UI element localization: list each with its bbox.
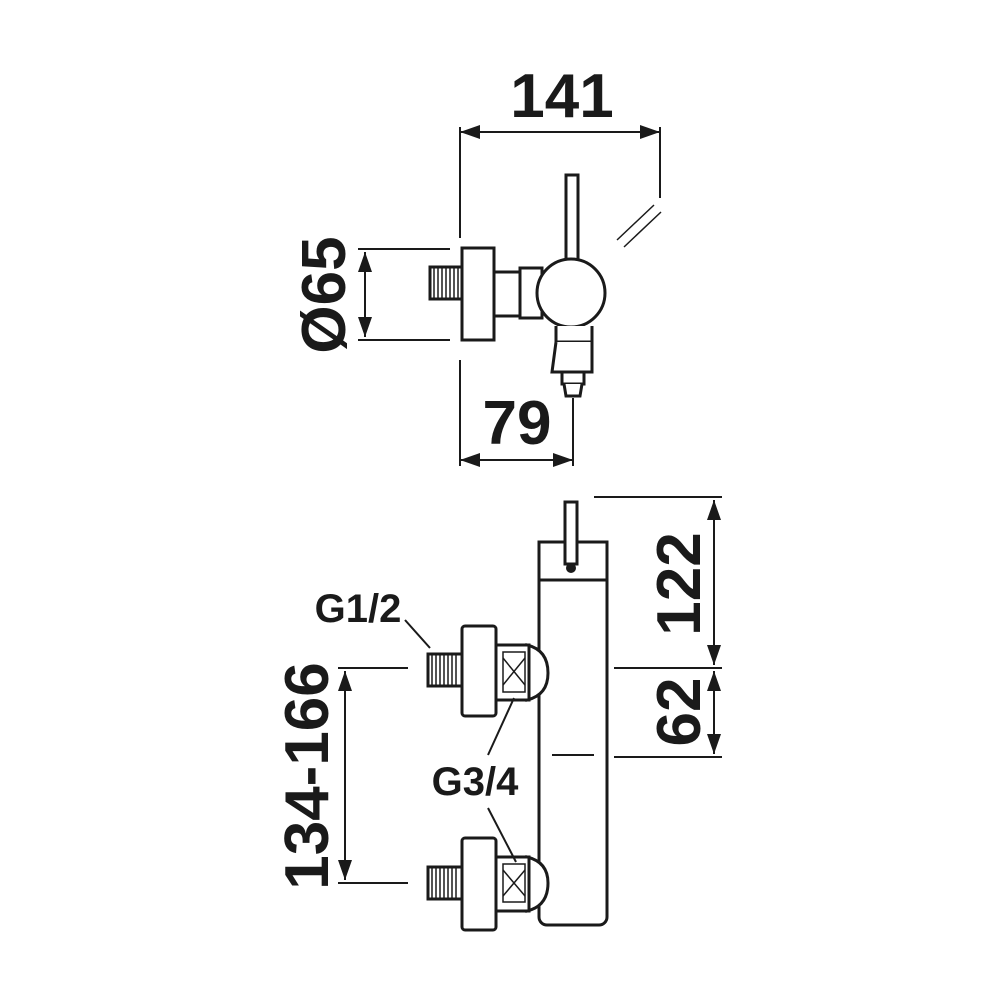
dimension-center-distance: 134-166 — [273, 662, 342, 890]
top-view: 141 Ø65 — [290, 62, 662, 467]
thread-label-inlet: G1/2 — [315, 587, 402, 631]
upper-connector — [426, 624, 550, 718]
leader-inlet — [404, 619, 431, 649]
mixer-body — [537, 540, 609, 927]
wall-connector — [428, 246, 544, 342]
thread-label-outlet: G3/4 — [432, 760, 519, 804]
front-view: G1/2 G3/4 122 62 134-166 — [273, 496, 722, 932]
handle-lever-front — [563, 500, 579, 566]
dimension-projection: 79 — [483, 389, 552, 458]
handle-pivot — [566, 563, 576, 573]
outlet-nozzle — [550, 326, 594, 398]
dimension-overall-width: 141 — [510, 62, 613, 131]
dimension-height-above: 122 — [645, 532, 714, 635]
leader-outlet-lower — [487, 807, 517, 863]
thermostat-knob — [535, 257, 607, 329]
dimension-diameter: Ø65 — [290, 236, 359, 353]
handle-lever — [564, 173, 580, 267]
dimension-height-below: 62 — [645, 678, 714, 747]
leader-outlet-upper — [487, 697, 515, 756]
lower-connector — [426, 836, 550, 932]
handle-alt-position — [616, 204, 662, 248]
